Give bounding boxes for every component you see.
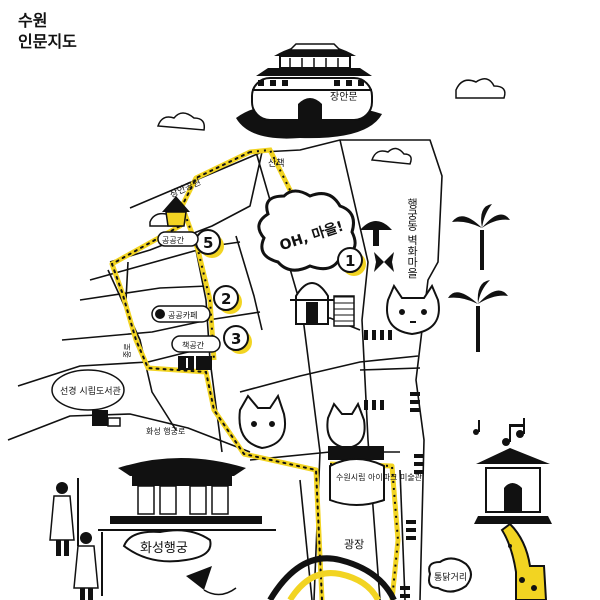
book-icon [178, 356, 212, 370]
library-label: 선경 시립도서관 [51, 369, 125, 411]
music-note-icon [473, 418, 525, 446]
cat-icon [386, 283, 440, 336]
label-hwaseong-road: 화성 행궁로 [146, 426, 185, 436]
marker-1-number: 1 [345, 252, 355, 270]
cloud-icon [149, 78, 506, 227]
label-jongno: 종로 [123, 343, 132, 358]
place-tag-coffee: 공공카페 [151, 305, 211, 323]
giraffe-icon [500, 522, 548, 600]
windmill-icon [374, 252, 394, 272]
kite-icon [186, 566, 237, 596]
palm-tree-icon [452, 204, 510, 270]
marker-5-number: 5 [203, 234, 213, 252]
label-market: 수원시립 아이파크 미술관 [336, 472, 423, 482]
label-haenggung-village: 행궁동 벽화마을 [406, 198, 419, 279]
title-line-2: 인문지도 [18, 32, 77, 51]
mushroom-icon [360, 221, 392, 246]
pavilion-icon [162, 196, 190, 227]
label-seongyeong: 선경 시립도서관 [60, 385, 121, 397]
label-hwaseong-haenggung: 화성행궁 [140, 540, 188, 556]
crosswalks [364, 330, 424, 598]
rainbow-arch-icon [267, 555, 397, 600]
oh-speech-bubble: OH, 마을! [257, 189, 357, 272]
place-tag-booklab: 책공간 [171, 335, 221, 353]
label-sanchaek: 산책 [268, 157, 285, 169]
house-icon [290, 282, 355, 327]
map-title: 수원 인문지도 [18, 10, 77, 52]
cat-icon [238, 393, 286, 450]
guard-figure-icon [73, 532, 103, 600]
label-dojeon: 통닭거리 [434, 571, 467, 583]
dojeon-label: 통닭거리 [428, 557, 472, 593]
marker-2-number: 2 [221, 290, 231, 308]
label-booklab: 책공간 [182, 340, 205, 350]
label-gonggan: 공공간 [162, 235, 185, 245]
title-line-1: 수원 [18, 11, 48, 30]
building-icon [92, 410, 121, 427]
label-coffee: 공공카페 [168, 310, 197, 320]
route-marker-3[interactable]: 3 [223, 325, 252, 354]
palace-icon [98, 458, 276, 531]
label-plaza: 광장 [344, 538, 364, 551]
pavilion-icon [474, 448, 552, 524]
label-janganmun: 장안문 [330, 91, 358, 103]
palace-name-banner: 화성행궁 [122, 529, 212, 563]
marker-3-number: 3 [231, 330, 241, 348]
cat-icon [326, 401, 366, 450]
palm-tree-icon [448, 280, 508, 352]
guard-figure-icon [49, 478, 79, 556]
market-building: 수원시립 아이파크 미술관 [328, 446, 423, 506]
place-tag-gonggan: 공공간 [157, 231, 199, 247]
route-marker-1[interactable]: 1 [337, 247, 366, 276]
route-marker-5[interactable]: 5 [195, 229, 224, 258]
fortress-gate-icon: 장안문 [236, 43, 382, 139]
route-marker-2[interactable]: 2 [213, 285, 242, 314]
